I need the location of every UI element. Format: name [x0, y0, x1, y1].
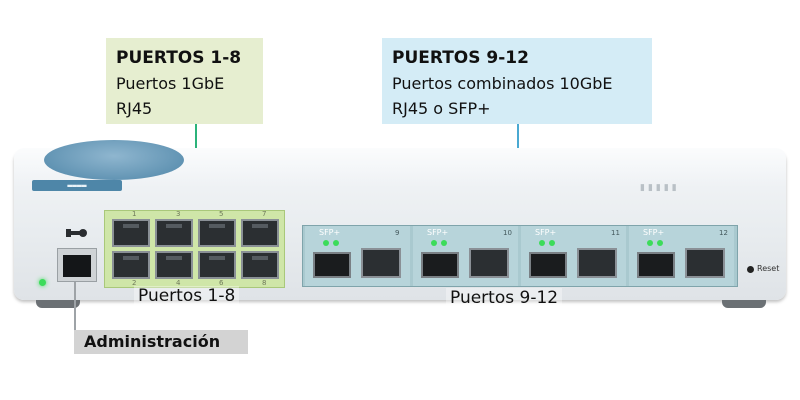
sfp-port[interactable] [529, 252, 567, 278]
callout-title: PUERTOS 1-8 [116, 46, 253, 71]
sfp-port[interactable] [313, 252, 351, 278]
status-led [441, 240, 447, 246]
sfp-tag: SFP+ [643, 228, 664, 237]
wrench-icon [66, 226, 88, 240]
sfp-port[interactable] [421, 252, 459, 278]
port-number: 10 [503, 229, 512, 237]
ports-9-12-block: SFP+ 9 SFP+ 10 SFP+ 11 SFP+ 12 [302, 225, 738, 287]
sfp-tag: SFP+ [427, 228, 448, 237]
reset-label: Reset [757, 264, 779, 273]
model-sticker: ▬▬▬▬ [32, 180, 122, 191]
rj45-port[interactable] [155, 251, 193, 279]
sfp-port[interactable] [637, 252, 675, 278]
ports-9-12-label: Puertos 9-12 [446, 288, 562, 308]
status-led [539, 240, 545, 246]
status-led [323, 240, 329, 246]
port-number: 1 [132, 210, 136, 218]
callout-line: RJ45 [116, 96, 253, 121]
rj45-port[interactable] [469, 248, 509, 278]
rj45-port[interactable] [198, 251, 236, 279]
status-led [657, 240, 663, 246]
port-number: 11 [611, 229, 620, 237]
rj45-port[interactable] [241, 251, 279, 279]
rj45-port[interactable] [241, 219, 279, 247]
callout-line: Puertos combinados 10GbE [392, 71, 642, 96]
rj45-port[interactable] [112, 219, 150, 247]
device-foot [722, 300, 766, 308]
status-led [431, 240, 437, 246]
rj45-port[interactable] [198, 219, 236, 247]
port-number: 3 [176, 210, 180, 218]
port-number: 7 [262, 210, 266, 218]
ports-1-8-block: 1 3 5 7 2 4 6 8 [104, 210, 285, 288]
status-led [549, 240, 555, 246]
callout-ports-9-12: PUERTOS 9-12 Puertos combinados 10GbE RJ… [382, 38, 652, 124]
status-led [333, 240, 339, 246]
management-port[interactable] [57, 248, 97, 282]
port-number: 8 [262, 279, 266, 287]
port-number: 9 [395, 229, 399, 237]
port-number: 12 [719, 229, 728, 237]
callout-title: PUERTOS 9-12 [392, 46, 642, 71]
rj45-port[interactable] [685, 248, 725, 278]
callout-line: RJ45 o SFP+ [392, 96, 642, 121]
ports-1-8-label: Puertos 1-8 [134, 286, 239, 306]
callout-line: Puertos 1GbE [116, 71, 253, 96]
power-led [39, 279, 46, 286]
sfp-tag: SFP+ [319, 228, 340, 237]
port-number: 5 [219, 210, 223, 218]
brand-logo: ▮▮▮▮▮ [640, 183, 680, 193]
reset-button[interactable] [747, 266, 754, 273]
admin-label: Administración [74, 330, 248, 354]
top-logo-plate [44, 140, 184, 180]
rj45-port[interactable] [577, 248, 617, 278]
rj45-port[interactable] [155, 219, 193, 247]
combo-port-group: SFP+ 9 [305, 226, 410, 286]
rj45-port[interactable] [361, 248, 401, 278]
combo-port-group: SFP+ 10 [413, 226, 518, 286]
rj45-port[interactable] [112, 251, 150, 279]
sfp-tag: SFP+ [535, 228, 556, 237]
callout-ports-1-8: PUERTOS 1-8 Puertos 1GbE RJ45 [106, 38, 263, 124]
combo-port-group: SFP+ 11 [521, 226, 626, 286]
combo-port-group: SFP+ 12 [629, 226, 734, 286]
status-led [647, 240, 653, 246]
